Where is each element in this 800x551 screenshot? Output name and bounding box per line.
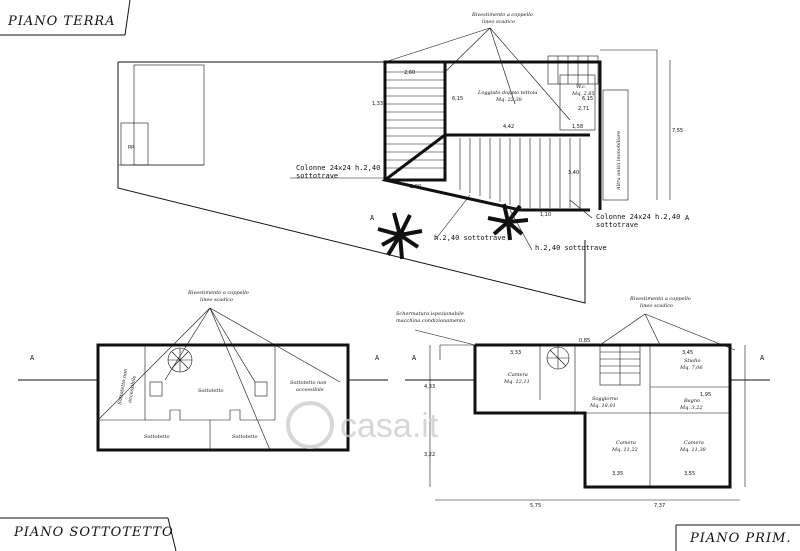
svg-text:A: A [412,354,417,362]
svg-text:macchina condizionamento: macchina condizionamento [396,318,465,324]
svg-text:Rivestimento a coppello: Rivestimento a coppello [471,12,533,18]
svg-text:4,33: 4,33 [424,384,435,390]
svg-text:lineo scadico: lineo scadico [640,303,673,309]
svg-text:1,58: 1,58 [572,124,583,130]
svg-text:3,55: 3,55 [684,471,695,477]
boundary-label: Altra unità immobiliare [615,131,622,191]
svg-text:Rivestimento a coppello: Rivestimento a coppello [629,296,691,302]
svg-text:Mq. 7,06: Mq. 7,06 [679,365,703,371]
first-ac-note: Schermatura ispezionabile [396,311,464,317]
section-marks: A A A A A A [30,214,765,362]
svg-text:7,37: 7,37 [654,503,665,509]
attic-floor-plan: Rivestimento a coppello lineo scadico So… [18,290,388,452]
svg-text:sottotrave: sottotrave [296,172,338,180]
svg-text:3,45: 3,45 [682,350,693,356]
svg-text:Mq. 2,85: Mq. 2,85 [571,91,595,97]
svg-text:lineo scadico: lineo scadico [200,297,233,303]
svg-text:6,15: 6,15 [582,96,593,102]
pergola-slats-left [385,71,445,169]
pergola-slats-right [459,138,581,208]
room-studio: Studio [684,358,700,364]
svg-text:2,90: 2,90 [410,184,421,190]
svg-text:4,42: 4,42 [503,124,514,130]
room-camera-1: Camera [508,372,528,378]
title-ground-floor: PIANO TERRA [7,14,116,29]
svg-text:accessibile: accessibile [296,387,324,393]
svg-text:5,75: 5,75 [530,503,541,509]
svg-text:A: A [375,354,380,362]
loggia-label: Loggiato doppio tettoia [477,90,537,96]
columns-note-left: Colonne 24x24 h.2,40 [296,164,380,172]
svg-text:Mq. 11,22: Mq. 11,22 [611,447,638,453]
svg-text:A: A [760,354,765,362]
svg-text:6,15: 6,15 [452,96,463,102]
attic-room-bottom-right: Sottotetto [232,434,257,440]
first-spiral-stair [546,346,570,370]
sottotrave-note-2: h.2,40 sottotrave [535,244,607,252]
svg-text:0,85: 0,85 [579,338,590,344]
wc-label: W.c. [576,84,587,90]
svg-text:casa.it: casa.it [340,407,439,445]
svg-text:7,55: 7,55 [672,128,683,134]
svg-text:A: A [30,354,35,362]
first-floor-plan: Schermatura ispezionabile macchina condi… [396,296,770,509]
svg-text:Mq. 3,22: Mq. 3,22 [679,405,703,411]
svg-text:accessibile: accessibile [127,375,138,403]
svg-text:A: A [685,214,690,222]
ground-floor-plan: pp [117,12,683,304]
title-attic-floor: PIANO SOTTOTETTO [13,525,174,540]
palm-tree-left [377,212,423,260]
attic-spiral-stair [167,347,193,373]
room-camera-3: Camera [684,440,704,446]
columns-note-right: Colonne 24x24 h.2,40 [596,213,680,221]
svg-text:Rivestimento a coppello: Rivestimento a coppello [187,290,249,296]
svg-text:3,40: 3,40 [568,170,579,176]
svg-text:1,33: 1,33 [372,101,383,107]
attic-room-non-accessible-right: Sottotetto non [290,380,327,386]
svg-text:1,95: 1,95 [700,392,711,398]
svg-text:sottotrave: sottotrave [596,221,638,229]
attic-room-center: Sottotetto [198,388,223,394]
room-camera-2: Camera [616,440,636,446]
svg-text:3,35: 3,35 [612,471,623,477]
svg-text:A: A [370,214,375,222]
svg-text:1,10: 1,10 [540,212,551,218]
first-straight-stair [599,344,641,386]
svg-text:Mq. 22,38: Mq. 22,38 [495,97,522,103]
attic-room-bottom-left: Sottotetto [144,434,169,440]
room-soggiorno: Soggiorno [592,396,618,402]
svg-text:pp: pp [128,144,134,150]
svg-text:Mq. 18,01: Mq. 18,01 [589,403,616,409]
sottotrave-note-1: h.2,40 sottotrave [434,234,506,242]
svg-text:Mq. 11,38: Mq. 11,38 [679,447,706,453]
title-first-floor: PIANO PRIM. [689,531,792,546]
svg-text:Mq. 12,11: Mq. 12,11 [503,379,530,385]
svg-text:2,71: 2,71 [578,106,589,112]
svg-text:3,22: 3,22 [424,452,435,458]
svg-text:3,33: 3,33 [510,350,521,356]
svg-text:lineo scadico: lineo scadico [482,19,515,25]
palm-tree-right [487,203,529,241]
svg-text:2,60: 2,60 [404,70,415,76]
watermark: casa.it [286,401,439,449]
room-bagno: Bagno [683,398,700,404]
